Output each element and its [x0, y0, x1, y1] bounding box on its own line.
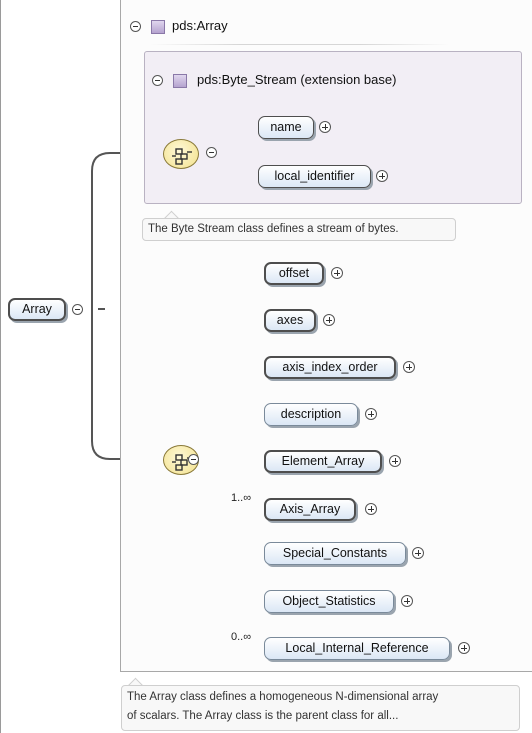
expand-icon[interactable] [412, 547, 424, 559]
left-border [0, 0, 1, 733]
expand-icon[interactable] [319, 121, 331, 133]
element-node-object-statistics[interactable]: Object_Statistics [264, 590, 394, 613]
root-element-node[interactable]: Array [8, 298, 66, 321]
extension-base-label: pds:Byte_Stream (extension base) [197, 72, 397, 87]
expand-icon[interactable] [323, 314, 335, 326]
element-node-description[interactable]: description [264, 403, 358, 426]
element-node-special-constants[interactable]: Special_Constants [264, 542, 406, 565]
type-annotation-line: of scalars. The Array class is the paren… [127, 710, 399, 722]
collapse-icon[interactable] [188, 454, 199, 465]
expand-icon[interactable] [401, 595, 413, 607]
expand-icon[interactable] [376, 170, 388, 182]
collapse-icon[interactable] [130, 21, 141, 32]
complex-type-icon [151, 20, 165, 34]
element-label: Axis_Array [279, 502, 341, 516]
element-label: Object_Statistics [282, 594, 376, 608]
expand-icon[interactable] [389, 455, 401, 467]
root-element-label: Array [22, 302, 52, 316]
element-label: Local_Internal_Reference [285, 641, 429, 655]
element-label: offset [278, 266, 310, 280]
expand-icon[interactable] [403, 361, 415, 373]
collapse-icon[interactable] [152, 75, 163, 86]
element-label: name [270, 120, 302, 134]
element-label: axis_index_order [282, 360, 378, 374]
element-node-axes[interactable]: axes [264, 309, 316, 332]
element-node-element-array[interactable]: Element_Array [264, 450, 382, 473]
sequence-compositor-icon[interactable] [163, 139, 199, 169]
element-node-local-internal-reference[interactable]: Local_Internal_Reference [264, 637, 450, 660]
expand-icon[interactable] [458, 642, 470, 654]
element-label: Element_Array [281, 454, 365, 468]
element-label: description [280, 407, 342, 421]
type-label: pds:Array [172, 18, 228, 33]
expand-icon[interactable] [331, 267, 343, 279]
element-label: local_identifier [274, 169, 355, 183]
collapse-icon[interactable] [72, 304, 83, 315]
type-annotation-line: The Array class defines a homogeneous N-… [127, 691, 439, 703]
expand-icon[interactable] [365, 408, 377, 420]
element-node-offset[interactable]: offset [264, 262, 324, 285]
occurrence-label: 0..∞ [231, 631, 252, 643]
base-annotation-text: The Byte Stream class defines a stream o… [148, 223, 399, 235]
expand-icon[interactable] [365, 503, 377, 515]
occurrence-label: 1..∞ [231, 492, 252, 504]
element-node-axis-index-order[interactable]: axis_index_order [264, 356, 396, 379]
element-node-axis-array[interactable]: Axis_Array [264, 498, 356, 521]
frame-separator [150, 44, 450, 45]
complex-type-icon [173, 74, 187, 88]
element-label: axes [276, 313, 304, 327]
base-annotation: The Byte Stream class defines a stream o… [142, 218, 456, 241]
collapse-icon[interactable] [206, 147, 217, 158]
element-label: Special_Constants [282, 546, 388, 560]
sequence-compositor-icon[interactable] [163, 445, 199, 475]
element-node-name[interactable]: name [258, 116, 314, 139]
type-annotation: The Array class defines a homogeneous N-… [121, 685, 520, 731]
element-node-local-identifier[interactable]: local_identifier [258, 165, 371, 188]
